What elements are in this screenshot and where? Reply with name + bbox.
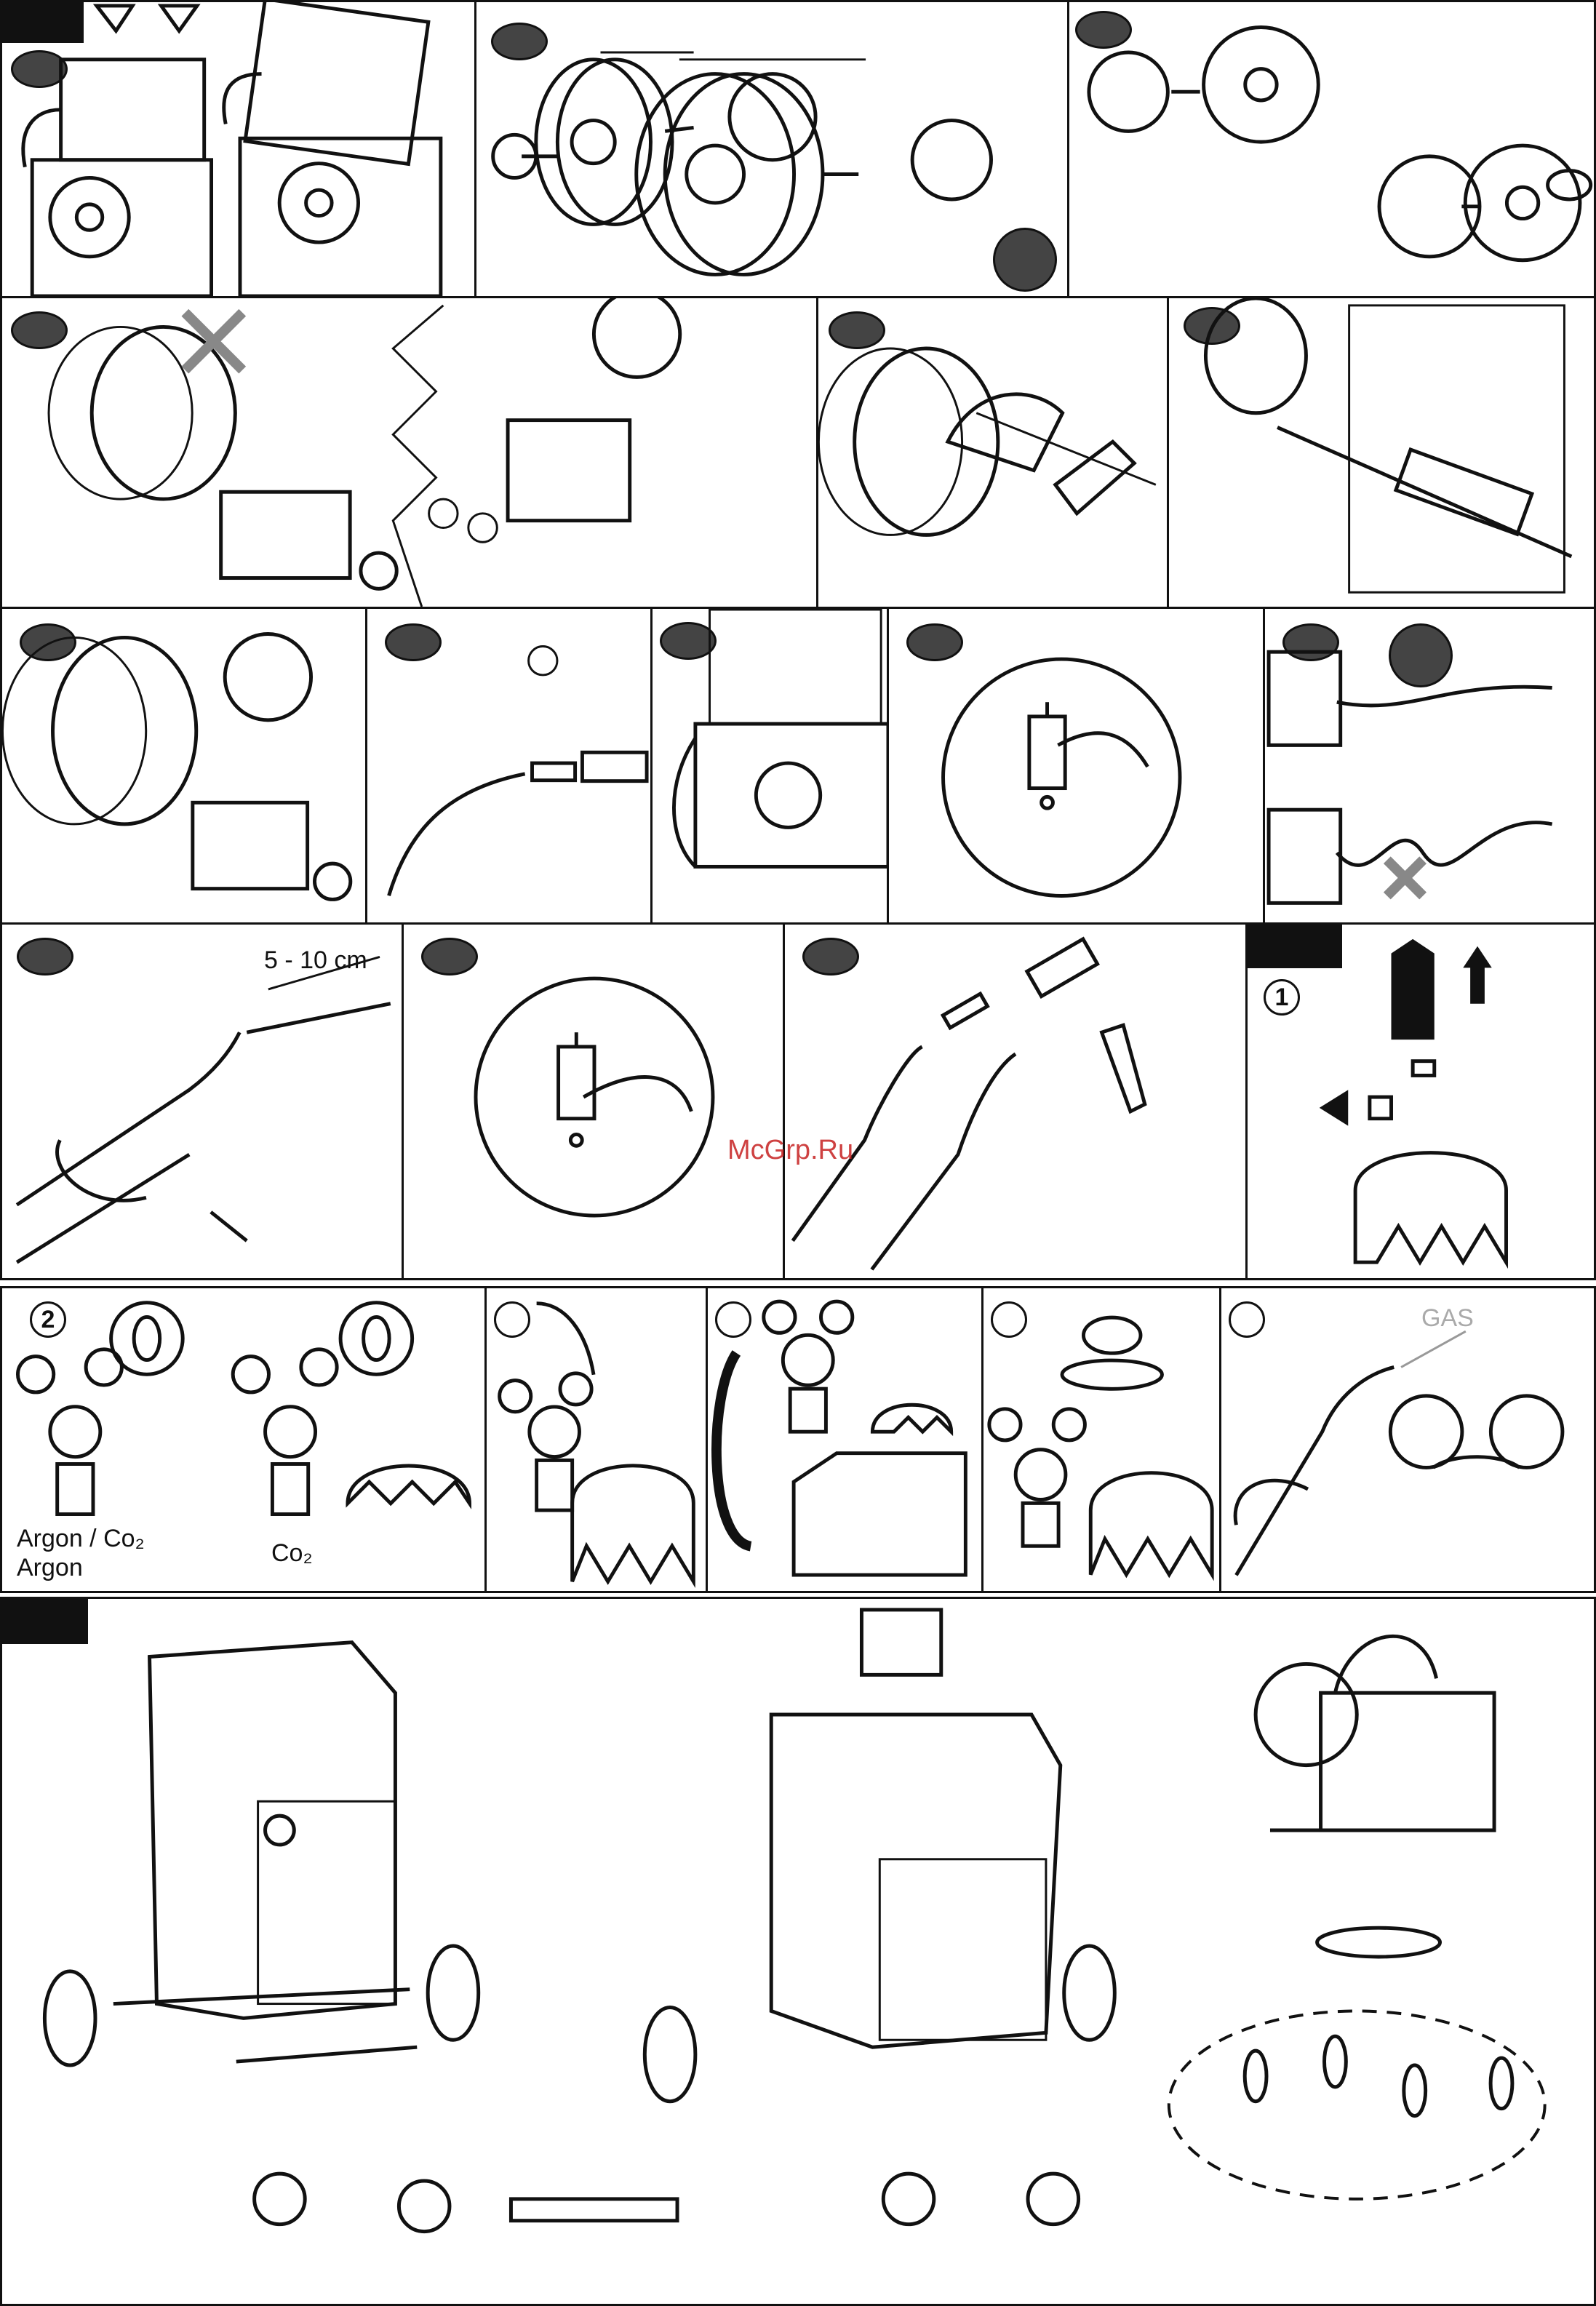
- panel-set-tension: [0, 607, 367, 925]
- watermark: McGrp.Ru: [727, 1135, 853, 1166]
- panel-close-cover: [650, 607, 889, 925]
- panel-connect-hose: [706, 1286, 983, 1593]
- panel-remove-nozzle: [365, 607, 653, 925]
- mount-regulator-illustration: [487, 1288, 706, 1591]
- switch-illustration: [404, 925, 783, 1278]
- panel-cylinder-remove-cap: 1: [1245, 922, 1596, 1280]
- panel-cut-wire: [816, 296, 1169, 609]
- connect-hose-illustration: [708, 1288, 981, 1591]
- gas-test-illustration: [1221, 1288, 1594, 1591]
- open-cover-illustration: [2, 2, 474, 296]
- panel-regulator-types: 2 Argon / Co₂ Argon Co₂: [0, 1286, 487, 1593]
- regulator-types-illustration: [2, 1288, 484, 1591]
- replace-tip-illustration: [785, 925, 1245, 1278]
- panel-brake-adjust: [1067, 0, 1596, 298]
- panel-switch: [402, 922, 785, 1280]
- panel-insert-liner: [1167, 296, 1596, 609]
- spool-mount-illustration: [476, 2, 1067, 296]
- close-cover-illustration: [653, 609, 887, 922]
- open-valve-illustration: [983, 1288, 1219, 1591]
- panel-gas-test: GAS: [1219, 1286, 1596, 1593]
- panel-straighten-cable: [1263, 607, 1596, 925]
- cut-wire-illustration: [818, 298, 1167, 607]
- insert-liner-illustration: [1169, 298, 1594, 607]
- panel-wire-feed: [0, 296, 818, 609]
- feed-wire-illustration: [2, 925, 402, 1278]
- panel-replace-tip: [783, 922, 1248, 1280]
- panel-spool-mount: [474, 0, 1069, 298]
- straighten-cable-illustration: [1265, 609, 1594, 922]
- power-on-illustration: [889, 609, 1263, 922]
- brake-adjust-illustration: [1069, 2, 1594, 296]
- cylinder-cap-illustration: [1248, 925, 1594, 1278]
- panel-feed-wire: 5 - 10 cm: [0, 922, 404, 1280]
- set-tension-illustration: [2, 609, 365, 922]
- panel-power-on: [887, 607, 1265, 925]
- panel-open-cover: [0, 0, 476, 298]
- remove-nozzle-illustration: [367, 609, 650, 922]
- wire-feed-illustration: [2, 298, 816, 607]
- panel-open-valve: [981, 1286, 1221, 1593]
- panel-assembly: [0, 1597, 1596, 2306]
- panel-mount-regulator: [484, 1286, 708, 1593]
- assembly-illustration: [2, 1599, 1594, 2304]
